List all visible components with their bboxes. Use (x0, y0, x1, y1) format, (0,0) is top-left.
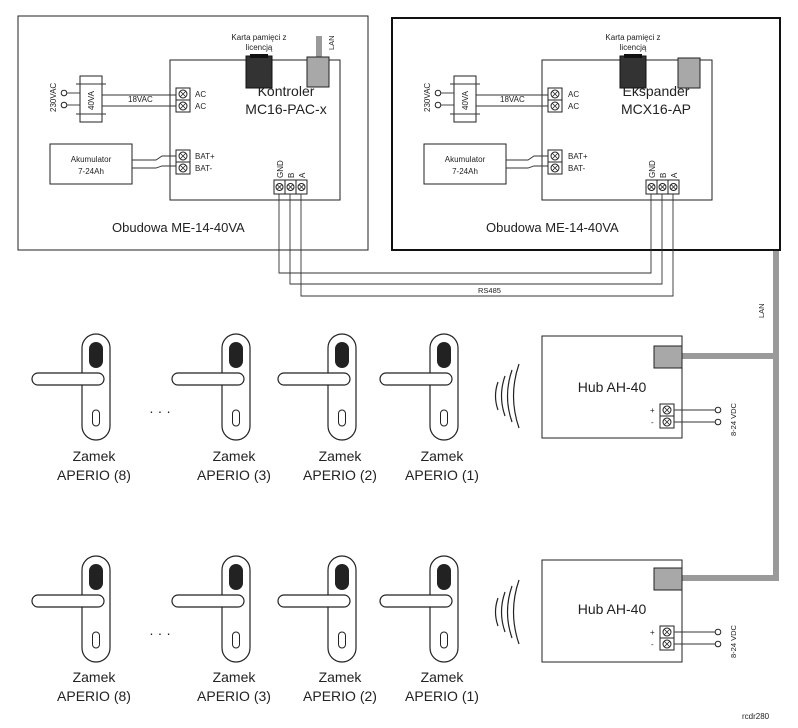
enclosure-2: Ekspander MCX16-AP Karta pamięci z licen… (391, 17, 781, 251)
lock-label-line1: Zamek (319, 448, 363, 464)
battery-terminals (175, 149, 191, 175)
lock-label-line2: APERIO (3) (197, 688, 271, 704)
battery-terminals (547, 149, 563, 175)
a-label: A (298, 172, 307, 178)
lan-port-icon (306, 56, 330, 88)
hub-minus-label: - (651, 640, 654, 649)
ac-label-2: AC (568, 102, 579, 111)
a-label: A (670, 172, 679, 178)
wireless-icon (494, 579, 520, 645)
hub-label: Hub AH-40 (578, 379, 647, 395)
b-label: B (659, 173, 668, 178)
lock-label-line1: Zamek (421, 448, 465, 464)
lock-icon (31, 555, 111, 663)
bat-minus-label: BAT- (568, 164, 586, 173)
lock-icon (31, 333, 111, 441)
lock-icon (277, 555, 357, 663)
memory-card-label-1: Karta pamięci z (605, 33, 660, 42)
transformer-label: 40VA (461, 90, 470, 110)
mains-voltage-label: 230VAC (423, 83, 432, 112)
memory-card-label-2: licencją (620, 43, 647, 52)
gnd-label: GND (648, 160, 657, 178)
mains-voltage-label: 230VAC (49, 83, 58, 112)
memory-card-icon (619, 55, 647, 89)
credit-label: rcdr280 (742, 712, 770, 721)
ellipsis: · · · (149, 625, 171, 641)
bat-plus-label: BAT+ (195, 152, 215, 161)
rs485-label: RS485 (478, 286, 501, 295)
ac-terminals (175, 87, 191, 113)
lan-link-label: LAN (757, 303, 766, 318)
wireless-icon (494, 363, 520, 429)
secondary-voltage-label: 18VAC (128, 95, 153, 104)
enclosure-1: Kontroler MC16-PAC-x Karta pamięci z lic… (17, 15, 369, 251)
transformer-icon (79, 75, 103, 123)
battery-box (49, 143, 133, 185)
battery-label-1: Akumulator (71, 155, 112, 164)
lock-label-line1: Zamek (73, 448, 117, 464)
lock-label-line1: Zamek (213, 669, 257, 685)
battery-label-1: Akumulator (445, 155, 486, 164)
battery-label-2: 7-24Ah (452, 167, 478, 176)
lock-label-line2: APERIO (1) (405, 688, 479, 704)
enclosure-label: Obudowa ME-14-40VA (112, 220, 245, 235)
lock-label-line2: APERIO (8) (57, 467, 131, 483)
memory-card-icon (245, 55, 273, 89)
controller-model: MC16-PAC-x (245, 101, 326, 117)
lock-label-line2: APERIO (2) (303, 467, 377, 483)
hub-label: Hub AH-40 (578, 601, 647, 617)
lock-label-line1: Zamek (319, 669, 363, 685)
lock-label-line2: APERIO (1) (405, 467, 479, 483)
lock-row-1: · · · Zamek APERIO (8) Zamek APERIO (3) … (31, 333, 479, 483)
lan-port-icon (653, 345, 683, 369)
enclosure-label: Obudowa ME-14-40VA (486, 220, 619, 235)
ac-label-1: AC (195, 90, 206, 99)
rs485-terminals (645, 179, 680, 195)
rs485-terminals (273, 179, 308, 195)
lock-icon (379, 555, 459, 663)
gnd-label: GND (276, 160, 285, 178)
rs485-bus (278, 194, 674, 297)
lock-icon (379, 333, 459, 441)
lock-icon (171, 333, 251, 441)
lock-icon (171, 555, 251, 663)
hub-plus-label: + (650, 628, 655, 637)
lock-row-2: · · · Zamek APERIO (8) Zamek APERIO (3) … (31, 555, 479, 704)
hub-minus-label: - (651, 418, 654, 427)
hub-1: Hub AH-40 + - 8-24 VDC (541, 335, 738, 439)
ellipsis: · · · (149, 403, 171, 419)
hub-power-label: 8-24 VDC (729, 624, 738, 658)
lock-label-line2: APERIO (8) (57, 688, 131, 704)
battery-box (423, 143, 507, 185)
hub-plus-label: + (650, 406, 655, 415)
lock-label-line2: APERIO (3) (197, 467, 271, 483)
lock-label-line1: Zamek (421, 669, 465, 685)
lan-port-icon (653, 567, 683, 591)
transformer-icon (453, 75, 477, 123)
lan-port-icon (677, 57, 701, 89)
bat-minus-label: BAT- (195, 164, 213, 173)
bat-plus-label: BAT+ (568, 152, 588, 161)
memory-card-label-2: licencją (246, 43, 273, 52)
expander-model: MCX16-AP (621, 101, 691, 117)
battery-label-2: 7-24Ah (78, 167, 104, 176)
lan-port-label: LAN (327, 35, 336, 50)
lock-label-line2: APERIO (2) (303, 688, 377, 704)
lock-label-line1: Zamek (213, 448, 257, 464)
lock-icon (277, 333, 357, 441)
hub-2: Hub AH-40 + - 8-24 VDC (541, 559, 738, 663)
ac-terminals (547, 87, 563, 113)
secondary-voltage-label: 18VAC (500, 95, 525, 104)
ac-label-1: AC (568, 90, 579, 99)
lock-label-line1: Zamek (73, 669, 117, 685)
b-label: B (287, 173, 296, 178)
ac-label-2: AC (195, 102, 206, 111)
hub-power-label: 8-24 VDC (729, 402, 738, 436)
transformer-label: 40VA (87, 90, 96, 110)
memory-card-label-1: Karta pamięci z (231, 33, 286, 42)
